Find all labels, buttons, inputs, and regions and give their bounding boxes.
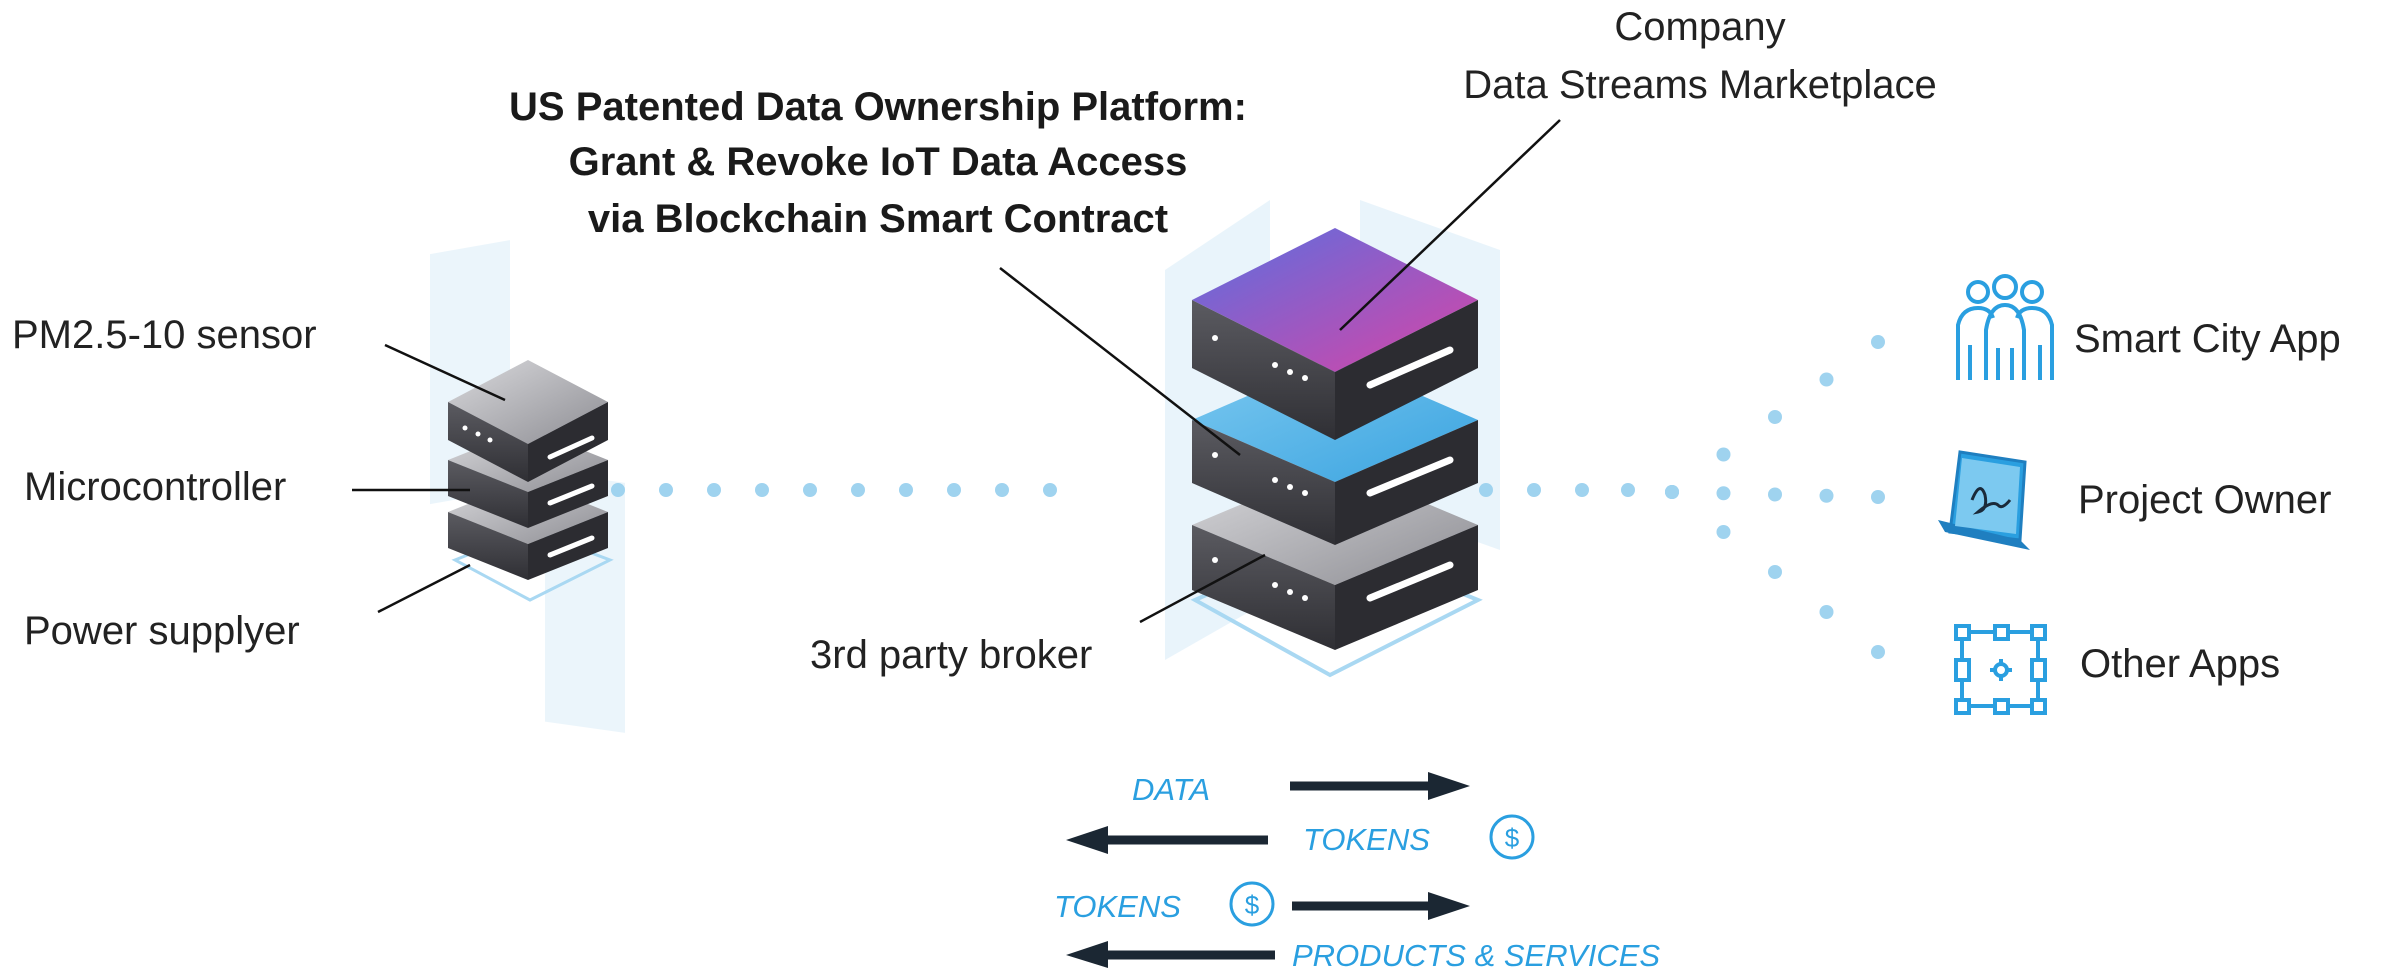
data-flow-dots-right xyxy=(1479,335,1885,659)
platform-server-stack xyxy=(1165,200,1500,678)
flow-dot xyxy=(899,483,913,497)
flow-dot xyxy=(995,483,1009,497)
title-line-2: Grant & Revoke IoT Data Access xyxy=(569,140,1188,184)
flow-dot xyxy=(1716,486,1731,501)
smart-city-app-label: Smart City App xyxy=(2074,317,2341,361)
flow-dot xyxy=(1871,335,1885,349)
flow-dot xyxy=(1527,483,1541,497)
flow-dot xyxy=(947,483,961,497)
title-line-3: via Blockchain Smart Contract xyxy=(588,197,1168,241)
flow-dot xyxy=(1665,485,1679,499)
flow-legend: DATA TOKENS $ TOKENS $ PRODU xyxy=(1054,772,1660,968)
flow-dot xyxy=(755,483,769,497)
flow-dot xyxy=(659,483,673,497)
dollar-coin-icon: $ xyxy=(1229,881,1275,927)
platform-title: US Patented Data Ownership Platform: Gra… xyxy=(509,85,1247,241)
flow-dot xyxy=(1479,483,1493,497)
arrow-left-icon xyxy=(1066,941,1275,968)
sensor-unit xyxy=(448,360,608,482)
marketplace-server xyxy=(1192,228,1478,440)
flow-dot xyxy=(803,483,817,497)
flow-dot xyxy=(611,483,625,497)
flow-dot xyxy=(1716,525,1731,539)
data-flow-dots-left xyxy=(611,483,1057,497)
flow-dot xyxy=(1575,483,1589,497)
coin-symbol-2: $ xyxy=(1245,890,1260,920)
legend-data-label: DATA xyxy=(1132,772,1210,807)
legend-products-label: PRODUCTS & SERVICES xyxy=(1292,938,1660,968)
flow-dot xyxy=(1768,410,1782,424)
flow-dot xyxy=(1716,447,1731,462)
iot-device-stack xyxy=(430,240,625,733)
flow-dot xyxy=(1621,483,1635,497)
apps-grid-icon xyxy=(1954,624,2047,715)
flow-dot xyxy=(1871,490,1885,504)
microcontroller-label: Microcontroller xyxy=(24,465,286,509)
coin-symbol-1: $ xyxy=(1505,823,1520,853)
tablet-signature-icon xyxy=(1938,450,2030,550)
project-owner-label: Project Owner xyxy=(2078,478,2331,522)
power-leader-line xyxy=(377,563,471,614)
legend-tokens-label-2: TOKENS xyxy=(1054,889,1181,924)
marketplace-line-1: Company xyxy=(1614,5,1785,49)
dollar-coin-icon: $ xyxy=(1489,814,1535,860)
other-apps-label: Other Apps xyxy=(2080,642,2280,686)
arrow-right-icon xyxy=(1290,772,1470,800)
flow-dot xyxy=(1768,565,1782,579)
power-supplyer-label: Power supplyer xyxy=(24,609,300,653)
broker-label: 3rd party broker xyxy=(810,633,1092,677)
marketplace-line-2: Data Streams Marketplace xyxy=(1463,63,1937,107)
flow-dot xyxy=(1819,605,1834,619)
flow-dot xyxy=(707,483,721,497)
broker-leader-line xyxy=(1139,553,1266,624)
sensor-label: PM2.5-10 sensor xyxy=(12,313,317,357)
title-line-1: US Patented Data Ownership Platform: xyxy=(509,85,1247,129)
flow-dot xyxy=(1043,483,1057,497)
flow-dot xyxy=(851,483,865,497)
arrow-right-icon xyxy=(1292,892,1470,920)
marketplace-leader-line xyxy=(1339,119,1561,331)
sensor-leader-line xyxy=(384,343,506,402)
flow-dot xyxy=(1819,488,1834,503)
people-group-icon xyxy=(1956,274,2054,380)
marketplace-label: Company Data Streams Marketplace xyxy=(1463,5,1937,107)
title-leader-line xyxy=(999,267,1241,456)
flow-dot xyxy=(1819,372,1834,387)
flow-dot xyxy=(1871,645,1885,659)
arrow-left-icon xyxy=(1066,826,1268,854)
legend-tokens-label-1: TOKENS xyxy=(1303,822,1430,857)
flow-dot xyxy=(1768,487,1782,502)
